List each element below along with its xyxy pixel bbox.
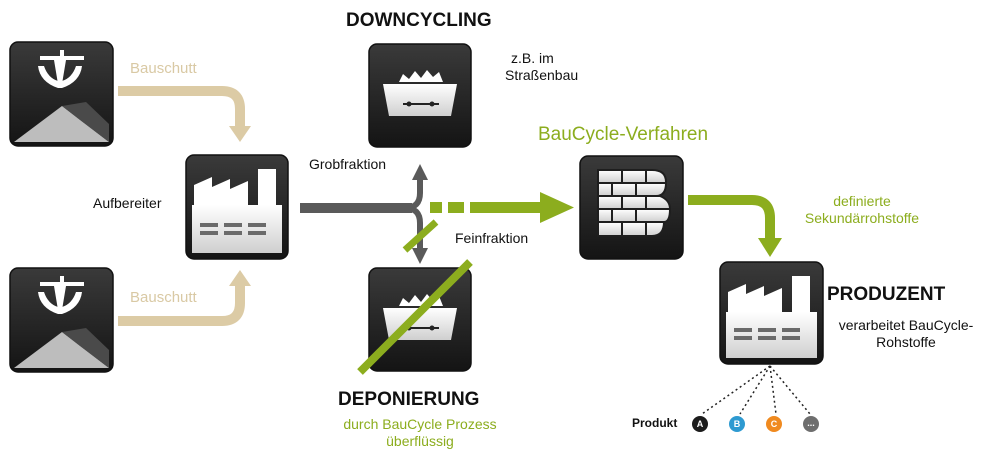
feinfraktion-arrowhead: [412, 248, 428, 264]
product-badge-more: [803, 416, 819, 432]
product-badge-a-label: A: [697, 419, 704, 429]
produzent-description-line2: Rohstoffe: [876, 334, 936, 350]
bauschutt-bottom-arrowhead: [229, 270, 251, 286]
product-badge-a: [692, 416, 708, 432]
aufbereiter-output-arrow: [300, 203, 412, 213]
excavator-icon: [38, 276, 84, 314]
bauschutt-top-label: Bauschutt: [130, 60, 197, 77]
bauschutt-top-arrowhead: [229, 126, 251, 142]
deponierung-tile: [368, 267, 472, 372]
bauschutt-bottom-arrow: [118, 284, 245, 326]
produkt-label: Produkt: [632, 416, 678, 430]
excavator-bottom-tile: [9, 267, 114, 373]
baucycle-dashed-arrow: [430, 192, 574, 223]
strassenbau-note-line2: Straßenbau: [505, 67, 579, 83]
feinfraktion-strike: [402, 219, 439, 253]
sekundaerrohstoffe-label: definierte Sekundärrohstoffe: [792, 193, 932, 227]
aufbereiter-label: Aufbereiter: [93, 195, 162, 211]
deponierung-strike: [357, 259, 473, 375]
sekundaerrohstoffe-line1: definierte: [833, 193, 891, 209]
product-badges: A B C ...: [692, 416, 819, 432]
product-badge-c: [766, 416, 782, 432]
strassenbau-note: z.B. im Straßenbau: [505, 50, 578, 84]
product-badge-more-label: ...: [807, 418, 815, 428]
sekundaerrohstoffe-arrowhead: [758, 238, 782, 257]
product-badge-c-label: C: [771, 419, 778, 429]
produzent-title: PRODUZENT: [827, 284, 946, 305]
product-connectors: [701, 365, 811, 415]
produzent-description-line1: verarbeitet BauCycle-: [838, 317, 974, 333]
grobfraktion-label: Grobfraktion: [309, 156, 387, 172]
bauschutt-bottom-label: Bauschutt: [130, 289, 197, 306]
sekundaerrohstoffe-arrow: [688, 195, 775, 240]
deponierung-note-line1: durch BauCycle Prozess: [343, 416, 497, 432]
product-badge-b-label: B: [734, 419, 741, 429]
downcycling-title: DOWNCYCLING: [346, 10, 492, 31]
feinfraktion-label: Feinfraktion: [455, 230, 529, 246]
produzent-tile: [719, 261, 824, 365]
bauschutt-top-arrow: [118, 86, 245, 128]
aufbereiter-tile: [185, 154, 289, 260]
baucycle-verfahren-title: BauCycle-Verfahren: [538, 124, 709, 145]
factory-icon: [728, 276, 810, 312]
feinfraktion-branch: [404, 205, 423, 250]
deponierung-note: durch BauCycle Prozess überflüssig: [312, 416, 528, 450]
deponierung-note-line2: überflüssig: [386, 433, 454, 449]
excavator-top-tile: [9, 41, 114, 147]
deponierung-title: DEPONIERUNG: [338, 389, 480, 410]
product-badge-b: [729, 416, 745, 432]
strassenbau-note-line1: z.B. im: [511, 50, 554, 66]
factory-icon: [194, 169, 276, 205]
grobfraktion-arrowhead: [412, 164, 428, 180]
sekundaerrohstoffe-line2: Sekundärrohstoffe: [804, 210, 920, 226]
produzent-description: verarbeitet BauCycle- Rohstoffe: [820, 317, 992, 351]
downcycling-tile: [368, 43, 472, 148]
baucycle-b-icon: [597, 169, 672, 237]
excavator-icon: [38, 50, 84, 88]
baucycle-tile: [579, 155, 684, 260]
container-icon: [383, 84, 457, 116]
